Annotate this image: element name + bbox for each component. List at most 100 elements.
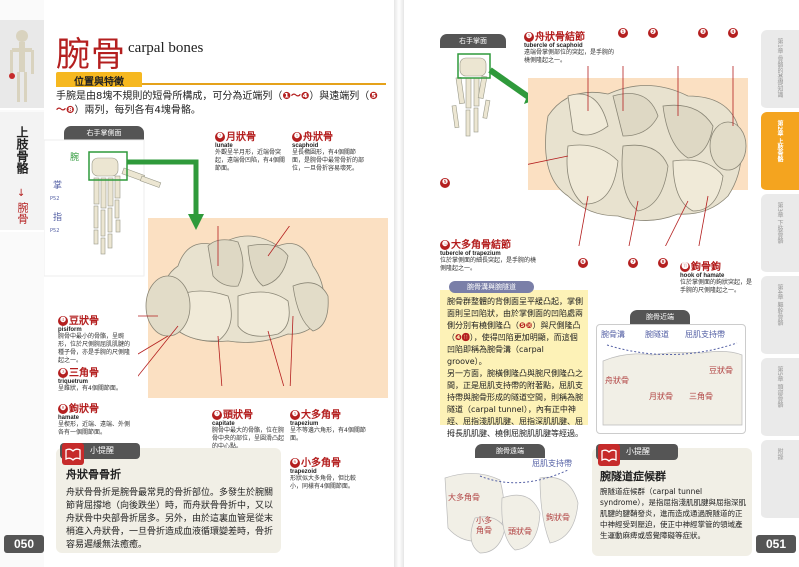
bone-en: scaphoid	[292, 143, 319, 149]
intro-range1: ❶～❹	[282, 91, 310, 102]
side-sub: 腕骨	[16, 202, 29, 224]
info-p1b: ❺❿	[519, 321, 533, 330]
label-palm-ref: P52	[50, 196, 60, 202]
chapter-tab-6[interactable]: 附錄	[761, 440, 799, 520]
num-badge: ❻	[578, 258, 588, 268]
bone-name: 大多角骨	[301, 410, 341, 421]
carpal-bones-illustration-right	[528, 66, 747, 246]
label-finger-ref: P52	[50, 228, 60, 234]
bone-en: capitate	[212, 421, 235, 427]
label-scaphoid: 舟狀骨	[605, 376, 629, 385]
label-desc: 位於掌側面的細長突起，是手腕的橈側隆起之一。	[440, 257, 537, 272]
bone-desc: 呈不等邊六角形，有4個關節面。	[290, 427, 366, 442]
tab-label: 附錄	[776, 448, 783, 460]
tab-label: 第2章 上肢骨骼	[776, 120, 783, 163]
chapter-tab-3[interactable]: 第3章 下肢骨骼	[761, 194, 799, 274]
skeleton-icon	[9, 30, 34, 102]
bone-desc: 腕骨中最小的骨骼，呈豌形，位於尺側腕屈肌肌腱的種子骨，亦是手腕的尺側隆起之一。	[58, 333, 131, 364]
page-title: 腕骨	[56, 35, 126, 75]
hand-skeleton-icon	[44, 139, 204, 277]
bone-desc: 呈楔形，近端、遠端、外側各有一個關節面。	[58, 421, 131, 436]
num-badge: ❷	[648, 28, 658, 38]
label-pisiform: 豆狀骨	[709, 366, 733, 375]
num-badge: ❺	[290, 410, 300, 420]
tip-title: 舟狀骨骨折	[66, 468, 121, 481]
info-p1e: ），使得凹陷更加明顯，而這個凹陷即稱為腕骨溝（carpal groove）。	[447, 333, 578, 366]
num-badge: ❷	[215, 132, 225, 142]
bone-name: 鉤狀骨	[69, 404, 99, 415]
label-trapezium: 大多角骨	[448, 493, 480, 502]
label-name: 大多角骨結節	[451, 240, 511, 251]
bone-desc: 腕骨中最大的骨骼，位在腕骨中央的部位，呈圓滑凸起的中心點。	[212, 427, 285, 450]
label-en: hook of hamate	[680, 273, 725, 279]
near-section-head: 腕骨近端	[630, 310, 690, 324]
carpal-tunnel-info-box	[440, 290, 588, 425]
info-box-head: 腕骨溝與腕隧道	[449, 281, 534, 293]
syndrome-text: 腕隧道症候群（carpal tunnel syndrome），是指屈指淺肌肌腱與…	[600, 487, 747, 540]
hand-label-left: 右手掌側面	[64, 126, 144, 140]
label-carpal-tunnel: 腕隧道	[645, 330, 669, 339]
syndrome-title: 腕隧道症候群	[600, 470, 666, 483]
bone-desc: 外觀呈半月形，近端骨突起，遠端骨凹陷，有4個關節面。	[215, 149, 285, 172]
num-badge: ❼	[212, 410, 222, 420]
intro-part3: ）兩列，每列各有4塊骨骼。	[74, 105, 201, 116]
page-number-left: 050	[4, 535, 44, 553]
tab-label: 第1章 骨骼的基礎知識	[776, 38, 783, 98]
num-badge: ❹	[58, 316, 68, 326]
chapter-tab-5[interactable]: 第5章 頭部骨骼	[761, 358, 799, 438]
bone-en: pisiform	[58, 327, 82, 333]
label-en: tubercle of trapezium	[440, 251, 501, 257]
label-desc: 遠端骨掌側部位的突起，是手腕的橈側隆起之一。	[524, 49, 615, 64]
tip-box	[56, 448, 281, 553]
intro-range2: ❺～❽	[56, 91, 378, 116]
num-badge: ❶	[618, 28, 628, 38]
tip-text: 舟狀骨骨折是腕骨最常見的骨折部位。多發生於腕關節背屈撐地（向後跌坐）時，而舟狀骨…	[66, 488, 274, 550]
tab-label: 第4章 軀幹骨骼	[776, 284, 783, 326]
label-carpal-groove: 腕骨溝	[601, 330, 625, 339]
chapter-tab-4[interactable]: 第4章 軀幹骨骼	[761, 276, 799, 356]
bone-desc: 呈長橢圓形，有4個關節面，是腕骨中最常骨折的部位，一旦骨折容易壞死。	[292, 149, 365, 172]
bone-en: triquetrum	[58, 379, 88, 385]
label-flexor-retinaculum: 屈肌支持帶	[685, 330, 725, 339]
num-badge: ❻	[290, 458, 300, 468]
chapter-tab-1[interactable]: 第1章 骨骼的基礎知識	[761, 30, 799, 110]
side-category: 上肢骨骼	[15, 126, 29, 174]
intro-part2: ）與遠端列（	[309, 91, 370, 102]
label-wrist: 腕	[68, 152, 78, 161]
bone-en: lunate	[215, 143, 233, 149]
side-arrow: ↓	[17, 188, 26, 199]
skeleton-thumbnail-tab[interactable]	[0, 20, 44, 110]
bone-name: 舟狀骨	[303, 132, 333, 143]
num-badge: ❿	[440, 240, 450, 250]
chapter-tab-2[interactable]: 第2章 上肢骨骼	[761, 112, 799, 192]
num-badge: ❽	[658, 258, 668, 268]
bone-name: 月狀骨	[226, 132, 256, 143]
num-badge: ❸	[58, 368, 68, 378]
bottom-numbers: ❻ ❼ ❽	[578, 258, 668, 270]
far-section-head: 腕骨遠端	[475, 444, 545, 458]
gutter	[394, 0, 404, 567]
intro-text: 手腕是由8塊不規則的短骨所構成，可分為近端列（❶～❹）與遠端列（❺～❽）兩列，每…	[56, 90, 386, 118]
tab-label: 第5章 頭部骨骼	[776, 366, 783, 408]
num-badge: ❺	[524, 32, 534, 42]
label-trapezoid: 小多角骨	[476, 516, 492, 535]
label-palm: 掌	[51, 180, 61, 189]
chapter-tab-upper-limb[interactable]: 上肢骨骼 ↓ 腕骨	[0, 112, 44, 232]
bone-name: 頭狀骨	[223, 410, 253, 421]
label-triquetrum: 三角骨	[689, 392, 713, 401]
num-badge: ❶	[292, 132, 302, 142]
label-name: 鉤骨鉤	[691, 262, 721, 273]
page-number-right: 051	[756, 535, 796, 553]
info-p1a: 腕骨群整體的背側面呈平緩凸起，掌側面則呈凹陷狀，由於掌側面的凹陷處兩側分別有橈側…	[447, 297, 583, 330]
page-title-en: carpal bones	[128, 40, 204, 56]
info-p1d: ❹⓫	[455, 333, 470, 342]
tab-label: 第3章 下肢骨骼	[776, 202, 783, 244]
